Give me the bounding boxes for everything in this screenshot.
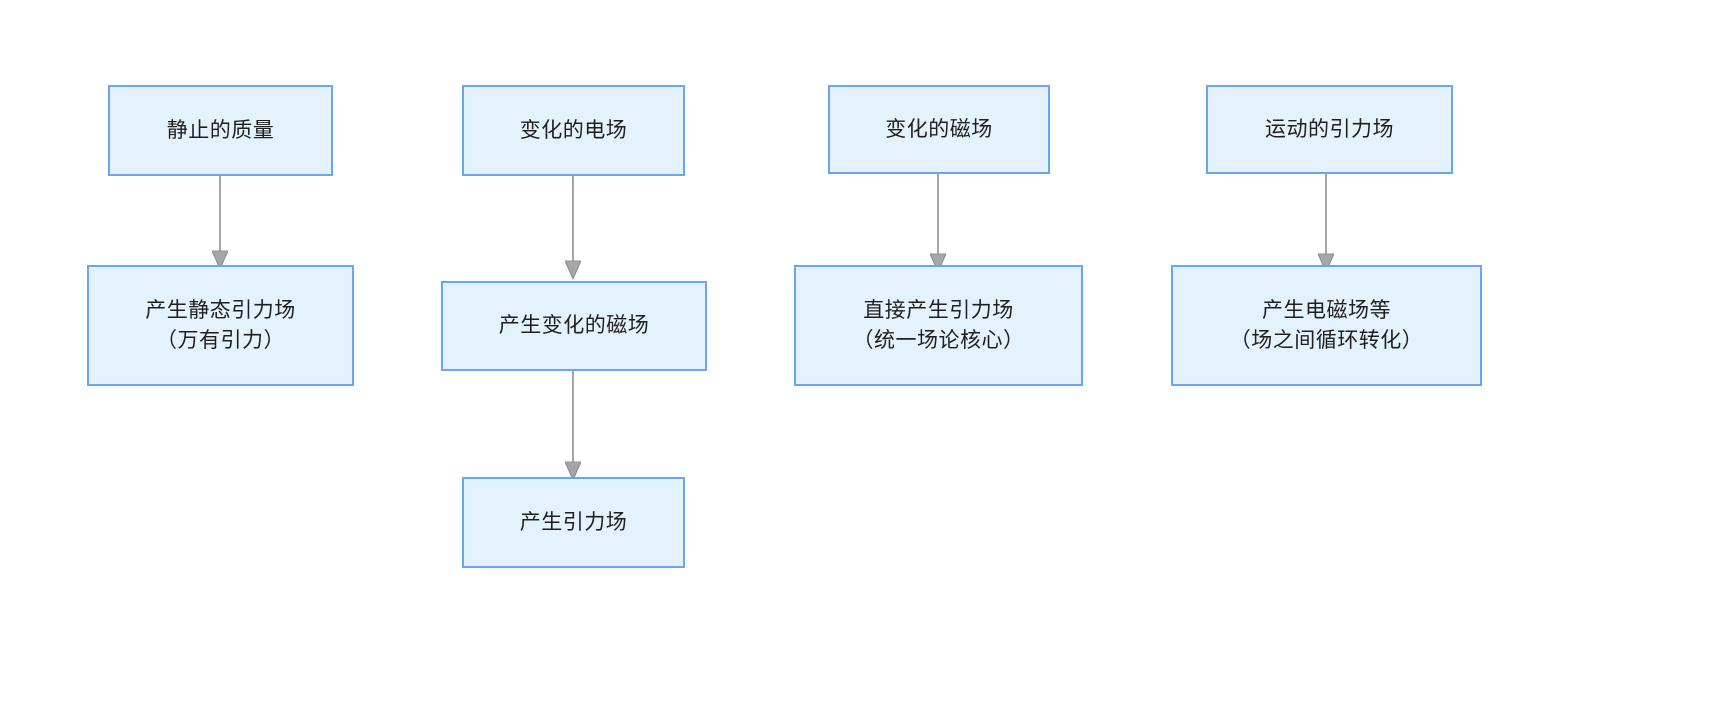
node-label: 产生引力场 — [519, 510, 628, 534]
node-label: 静止的质量 — [166, 118, 275, 142]
node-produces-electromagnetic-field[interactable]: 产生电磁场等 （场之间循环转化） — [1171, 265, 1482, 386]
node-label: 产生电磁场等 （场之间循环转化） — [1229, 298, 1424, 352]
node-produces-changing-magnetic-field[interactable]: 产生变化的磁场 — [441, 281, 707, 371]
node-changing-magnetic-field[interactable]: 变化的磁场 — [828, 85, 1050, 174]
node-direct-gravity-field[interactable]: 直接产生引力场 （统一场论核心） — [794, 265, 1083, 386]
node-label: 运动的引力场 — [1265, 117, 1394, 141]
node-label: 产生静态引力场 （万有引力） — [145, 298, 296, 352]
node-label: 直接产生引力场 （统一场论核心） — [852, 298, 1025, 352]
node-static-gravity-field[interactable]: 产生静态引力场 （万有引力） — [87, 265, 354, 386]
node-changing-electric-field[interactable]: 变化的电场 — [462, 85, 685, 176]
node-moving-gravity-field[interactable]: 运动的引力场 — [1206, 85, 1453, 174]
node-label: 变化的磁场 — [885, 117, 993, 141]
node-produces-gravity-field[interactable]: 产生引力场 — [462, 477, 685, 568]
node-label: 变化的电场 — [519, 118, 628, 142]
node-label: 产生变化的磁场 — [498, 314, 650, 338]
node-static-mass[interactable]: 静止的质量 — [108, 85, 333, 176]
